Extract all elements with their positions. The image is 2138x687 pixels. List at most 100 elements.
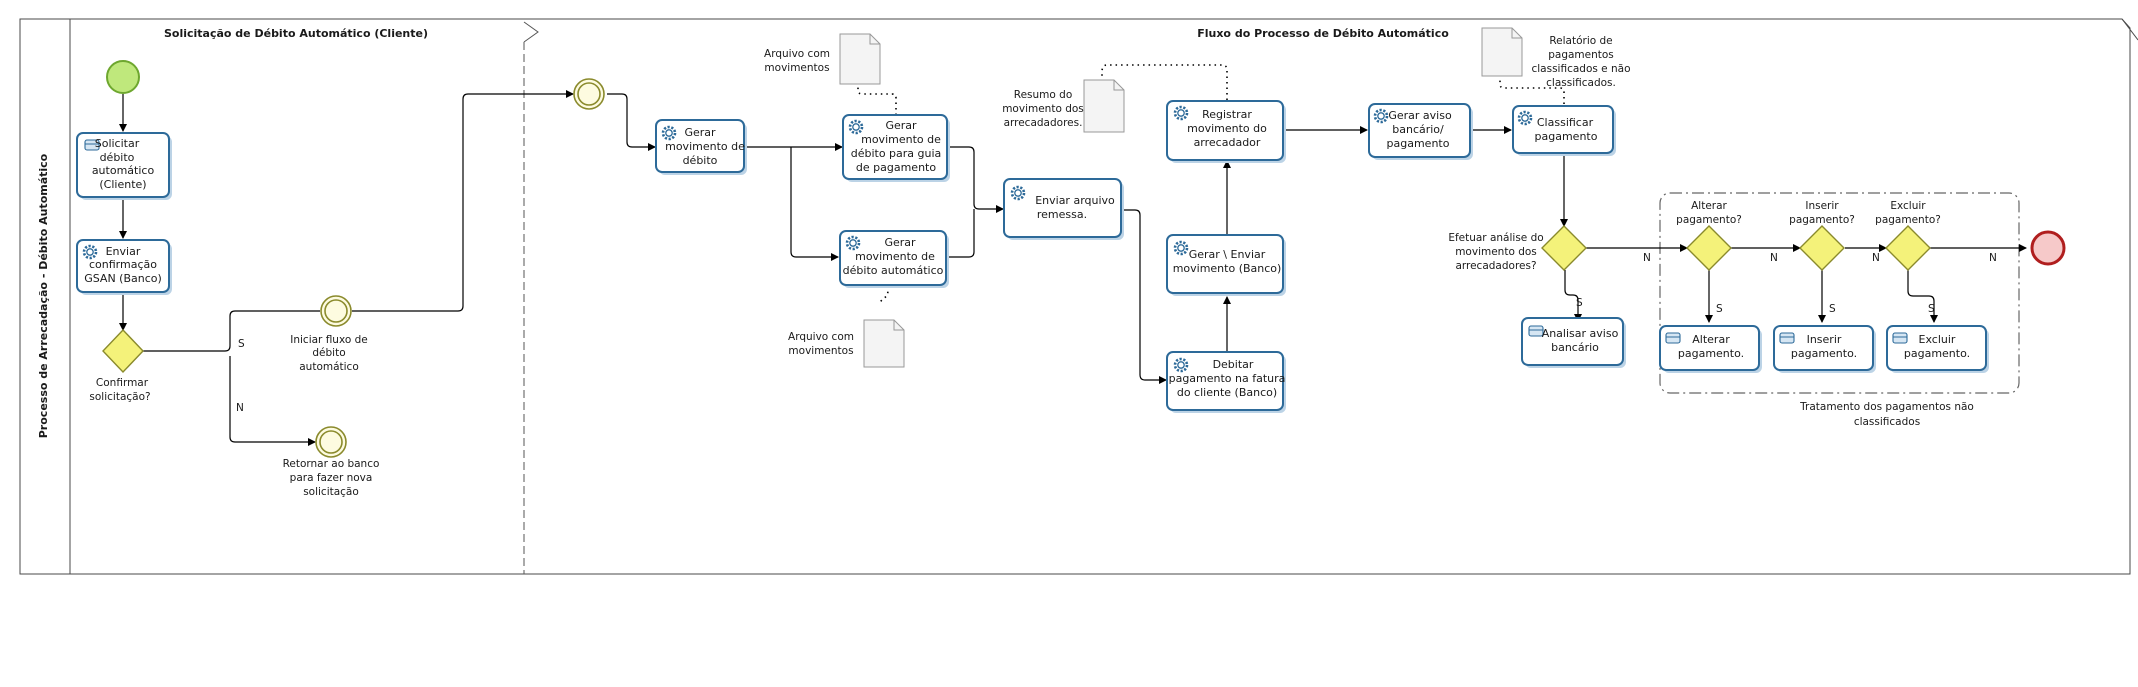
lane-separator xyxy=(523,21,539,574)
task-debitar-pagamento[interactable]: Debitar pagamento na fatura do cliente (… xyxy=(1166,351,1286,413)
svg-text:pagamento na fatura: pagamento na fatura xyxy=(1169,372,1286,385)
svg-text:Confirmar: Confirmar xyxy=(96,377,149,389)
svg-text:Gerar: Gerar xyxy=(884,236,916,249)
svg-text:débito para guia: débito para guia xyxy=(851,147,942,160)
svg-text:GSAN (Banco): GSAN (Banco) xyxy=(84,272,162,285)
svg-text:solicitação: solicitação xyxy=(303,486,359,498)
lane-title-left: Solicitação de Débito Automático (Client… xyxy=(164,27,428,40)
svg-text:Retornar ao banco: Retornar ao banco xyxy=(283,458,380,470)
svg-text:Arquivo com: Arquivo com xyxy=(764,48,830,60)
svg-text:Relatório de: Relatório de xyxy=(1549,35,1612,47)
task-inserir-pagamento[interactable]: Inserir pagamento. xyxy=(1773,325,1876,373)
gateway-excluir: Excluir pagamento? xyxy=(1875,200,1941,271)
svg-text:movimento de: movimento de xyxy=(665,140,745,153)
task-gerar-mov-auto[interactable]: Gerar movimento de débito automático xyxy=(839,230,949,288)
svg-text:pagamento?: pagamento? xyxy=(1789,214,1855,226)
svg-text:classificados: classificados xyxy=(1854,416,1920,428)
svg-text:arrecadadores.: arrecadadores. xyxy=(1004,117,1083,129)
svg-text:classificados.: classificados. xyxy=(1546,77,1616,89)
svg-text:do cliente (Banco): do cliente (Banco) xyxy=(1177,386,1277,399)
svg-text:Alterar: Alterar xyxy=(1691,200,1727,212)
svg-text:débito: débito xyxy=(683,154,718,167)
svg-text:movimentos: movimentos xyxy=(764,62,829,74)
pool-title: Processo de Arrecadação - Débito Automát… xyxy=(37,153,50,438)
gateway-inserir: Inserir pagamento? xyxy=(1789,200,1855,271)
svg-text:remessa.: remessa. xyxy=(1037,208,1087,221)
svg-text:S: S xyxy=(1716,303,1723,315)
svg-text:Gerar aviso: Gerar aviso xyxy=(1388,109,1452,122)
intermediate-event-iniciar: Iniciar fluxo de débito automático xyxy=(290,295,368,373)
task-gerar-mov-guia[interactable]: Gerar movimento de débito para guia de p… xyxy=(842,114,950,182)
svg-text:Efetuar análise do: Efetuar análise do xyxy=(1448,232,1543,244)
gateway-efetuar-analise: Efetuar análise do movimento dos arrecad… xyxy=(1448,225,1587,272)
task-analisar-aviso[interactable]: Analisar aviso bancário xyxy=(1521,317,1626,368)
document-relatorio-pagamentos: Relatório de pagamentos classificados e … xyxy=(1481,27,1631,89)
svg-text:Classificar: Classificar xyxy=(1537,116,1594,129)
intermediate-event-retornar: Retornar ao banco para fazer nova solici… xyxy=(283,426,380,498)
svg-text:bancário/: bancário/ xyxy=(1392,123,1444,136)
task-enviar-confirmacao[interactable]: Enviar confirmação GSAN (Banco) xyxy=(76,239,172,295)
end-event xyxy=(2030,230,2066,266)
svg-text:S: S xyxy=(1829,303,1836,315)
task-gerar-mov-debito[interactable]: Gerar movimento de débito xyxy=(655,119,747,175)
group-box xyxy=(1659,192,2020,394)
svg-text:movimento do: movimento do xyxy=(1187,122,1267,135)
svg-text:confirmação: confirmação xyxy=(89,258,157,271)
task-enviar-remessa[interactable]: Enviar arquivo remessa. xyxy=(1003,178,1124,240)
svg-text:pagamento?: pagamento? xyxy=(1875,214,1941,226)
svg-text:S: S xyxy=(1576,297,1583,309)
svg-text:automático: automático xyxy=(92,164,155,177)
task-registrar-movimento[interactable]: Registrar movimento do arrecadador xyxy=(1166,100,1286,163)
pool: Processo de Arrecadação - Débito Automát… xyxy=(19,18,2138,575)
associations xyxy=(857,64,1565,305)
svg-text:Arquivo com: Arquivo com xyxy=(788,331,854,343)
svg-text:N: N xyxy=(1872,252,1880,264)
task-excluir-pagamento[interactable]: Excluir pagamento. xyxy=(1886,325,1989,373)
gateway-confirmar: Confirmar solicitação? xyxy=(89,328,151,403)
svg-text:movimento de: movimento de xyxy=(855,250,935,263)
task-gerar-enviar-movimento[interactable]: Gerar \ Enviar movimento (Banco) xyxy=(1166,234,1286,296)
gateway-alterar: Alterar pagamento? xyxy=(1676,200,1742,271)
svg-text:de pagamento: de pagamento xyxy=(856,161,936,174)
svg-text:movimento (Banco): movimento (Banco) xyxy=(1173,262,1282,275)
svg-text:N: N xyxy=(236,402,244,414)
svg-text:Debitar: Debitar xyxy=(1213,358,1254,371)
svg-text:movimento de: movimento de xyxy=(861,133,941,146)
svg-text:Tratamento dos pagamentos não: Tratamento dos pagamentos não xyxy=(1799,401,1974,413)
svg-text:pagamento?: pagamento? xyxy=(1676,214,1742,226)
svg-text:solicitação?: solicitação? xyxy=(89,391,150,403)
document-arquivo-movimentos-2: Arquivo com movimentos xyxy=(788,319,905,368)
svg-text:pagamento.: pagamento. xyxy=(1791,347,1857,360)
svg-text:pagamento: pagamento xyxy=(1535,130,1598,143)
svg-text:Solicitar: Solicitar xyxy=(95,137,140,150)
flow-labels: S N N S N S N S N S xyxy=(236,252,1997,414)
svg-text:N: N xyxy=(1643,252,1651,264)
svg-text:S: S xyxy=(238,338,245,350)
svg-text:movimento dos: movimento dos xyxy=(1002,103,1084,115)
group-label: Tratamento dos pagamentos não classifica… xyxy=(1799,401,1974,428)
task-alterar-pagamento[interactable]: Alterar pagamento. xyxy=(1659,325,1762,373)
svg-text:Gerar: Gerar xyxy=(684,126,716,139)
svg-text:para fazer nova: para fazer nova xyxy=(290,472,373,484)
task-solicitar[interactable]: Solicitar débito automático (Cliente) xyxy=(76,132,172,200)
svg-text:movimento dos: movimento dos xyxy=(1455,246,1537,258)
svg-text:S: S xyxy=(1928,303,1935,315)
start-event xyxy=(106,60,140,94)
svg-text:Enviar: Enviar xyxy=(106,245,141,258)
document-resumo-movimento: Resumo do movimento dos arrecadadores. xyxy=(1002,79,1125,133)
task-gerar-aviso[interactable]: Gerar aviso bancário/ pagamento xyxy=(1368,103,1473,160)
svg-text:Resumo do: Resumo do xyxy=(1014,89,1073,101)
svg-text:Alterar: Alterar xyxy=(1692,333,1730,346)
document-arquivo-movimentos-1: Arquivo com movimentos xyxy=(764,33,881,85)
svg-text:Registrar: Registrar xyxy=(1202,108,1252,121)
svg-text:Iniciar fluxo de: Iniciar fluxo de xyxy=(290,334,368,346)
svg-text:arrecadadores?: arrecadadores? xyxy=(1455,260,1536,272)
intermediate-event-merge xyxy=(573,78,605,110)
svg-text:débito: débito xyxy=(100,151,135,164)
svg-text:Gerar \ Enviar: Gerar \ Enviar xyxy=(1189,248,1266,261)
lane-title-right: Fluxo do Processo de Débito Automático xyxy=(1197,27,1449,40)
svg-text:automático: automático xyxy=(299,361,359,373)
svg-text:pagamento.: pagamento. xyxy=(1904,347,1970,360)
task-classificar-pagamento[interactable]: Classificar pagamento xyxy=(1512,105,1616,156)
